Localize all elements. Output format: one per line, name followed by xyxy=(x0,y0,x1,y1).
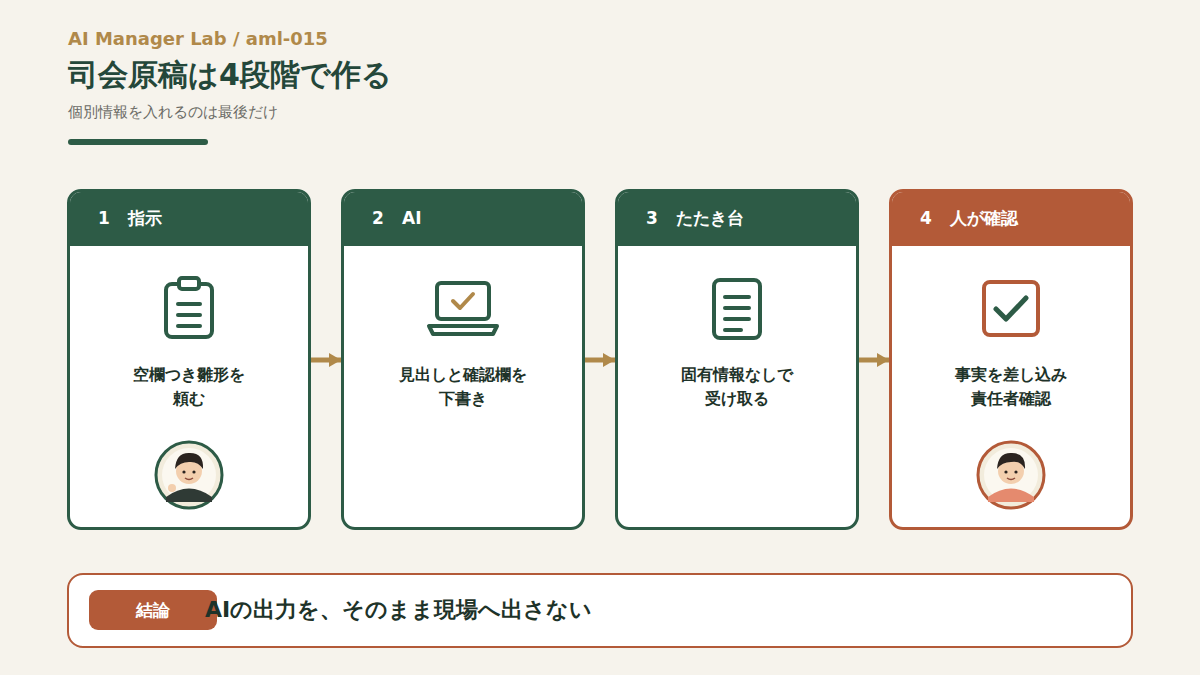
document-sheet xyxy=(714,280,760,338)
step-description: 見出しと確認欄を 下書き xyxy=(398,363,528,411)
avatar-hair xyxy=(175,453,203,469)
step-title: 人が確認 xyxy=(950,207,1018,229)
step-title: 指示 xyxy=(128,207,162,229)
series-tag: AI Manager Lab / aml-015 xyxy=(68,28,328,49)
conclusion-badge: 結論 xyxy=(89,590,217,630)
step-number: 1 xyxy=(98,207,110,229)
step-number: 4 xyxy=(920,207,932,229)
step-description: 固有情報なしで 受け取る xyxy=(672,363,802,411)
avatar-eye xyxy=(1014,470,1017,473)
avatar-eye xyxy=(1004,470,1007,473)
laptop-base xyxy=(429,326,497,334)
subtitle: 個別情報を入れるのは最後だけ xyxy=(68,103,278,122)
flow-arrow xyxy=(859,358,889,363)
clipboard-line xyxy=(178,324,200,328)
clipboard-body xyxy=(166,284,212,337)
laptop-icon xyxy=(429,283,497,334)
avatar-hand xyxy=(168,484,176,492)
avatar-mouth xyxy=(185,478,193,480)
step-description: 空欄つき雛形を 頼む xyxy=(124,363,254,411)
checkbox-icon xyxy=(984,282,1038,335)
card-fills xyxy=(67,189,1133,530)
card-fill xyxy=(615,189,859,530)
check-mark xyxy=(453,294,473,308)
laptop-screen xyxy=(437,283,489,319)
flow-arrow xyxy=(311,358,341,363)
avatar-eye xyxy=(192,470,195,473)
flow-arrow xyxy=(585,358,615,363)
document-line xyxy=(725,317,749,321)
avatar-ring xyxy=(156,442,222,508)
document-line xyxy=(725,306,749,310)
step-title: AI xyxy=(402,207,421,229)
clipboard-clip xyxy=(179,278,199,289)
avatar-eye xyxy=(182,470,185,473)
avatar-ground xyxy=(984,448,1038,502)
step-number: 3 xyxy=(646,207,658,229)
step-card: 3 たたき台固有情報なしで 受け取る xyxy=(615,189,859,530)
avatar-shirt xyxy=(988,489,1034,503)
document-icon xyxy=(714,280,760,338)
checkbox-frame xyxy=(984,282,1038,335)
step-card: 2 AI 見出しと確認欄を 下書き xyxy=(341,189,585,530)
avatar xyxy=(978,442,1044,508)
conclusion-box: AIの出力を、そのまま現場へ出さない結論 xyxy=(67,573,1133,648)
clipboard-line xyxy=(178,313,200,317)
clipboard-line xyxy=(178,302,200,306)
page-title: 司会原稿は4段階で作る xyxy=(68,56,392,94)
avatar-mouth xyxy=(1007,478,1015,480)
card-fill xyxy=(67,189,311,530)
avatar-ring xyxy=(978,442,1044,508)
step-title: たたき台 xyxy=(676,207,744,229)
avatar-hair xyxy=(997,453,1025,469)
avatar xyxy=(156,442,222,508)
step-description: 事実を差し込み 責任者確認 xyxy=(946,363,1076,411)
title-underline xyxy=(68,139,208,145)
card-fill xyxy=(341,189,585,530)
clipboard-icon xyxy=(166,278,212,337)
avatar-ground xyxy=(162,448,216,502)
step-card: 1 指示空欄つき雛形を 頼む xyxy=(67,189,311,530)
document-line xyxy=(725,328,741,332)
step-number: 2 xyxy=(372,207,384,229)
badge-label: 結論 xyxy=(89,599,217,621)
document-line xyxy=(725,295,749,299)
conclusion-text: AIの出力を、そのまま現場へ出さない xyxy=(205,595,592,625)
check-mark xyxy=(996,298,1026,319)
card-fill xyxy=(889,189,1133,530)
step-card: 4 人が確認事実を差し込み 責任者確認 xyxy=(889,189,1133,530)
